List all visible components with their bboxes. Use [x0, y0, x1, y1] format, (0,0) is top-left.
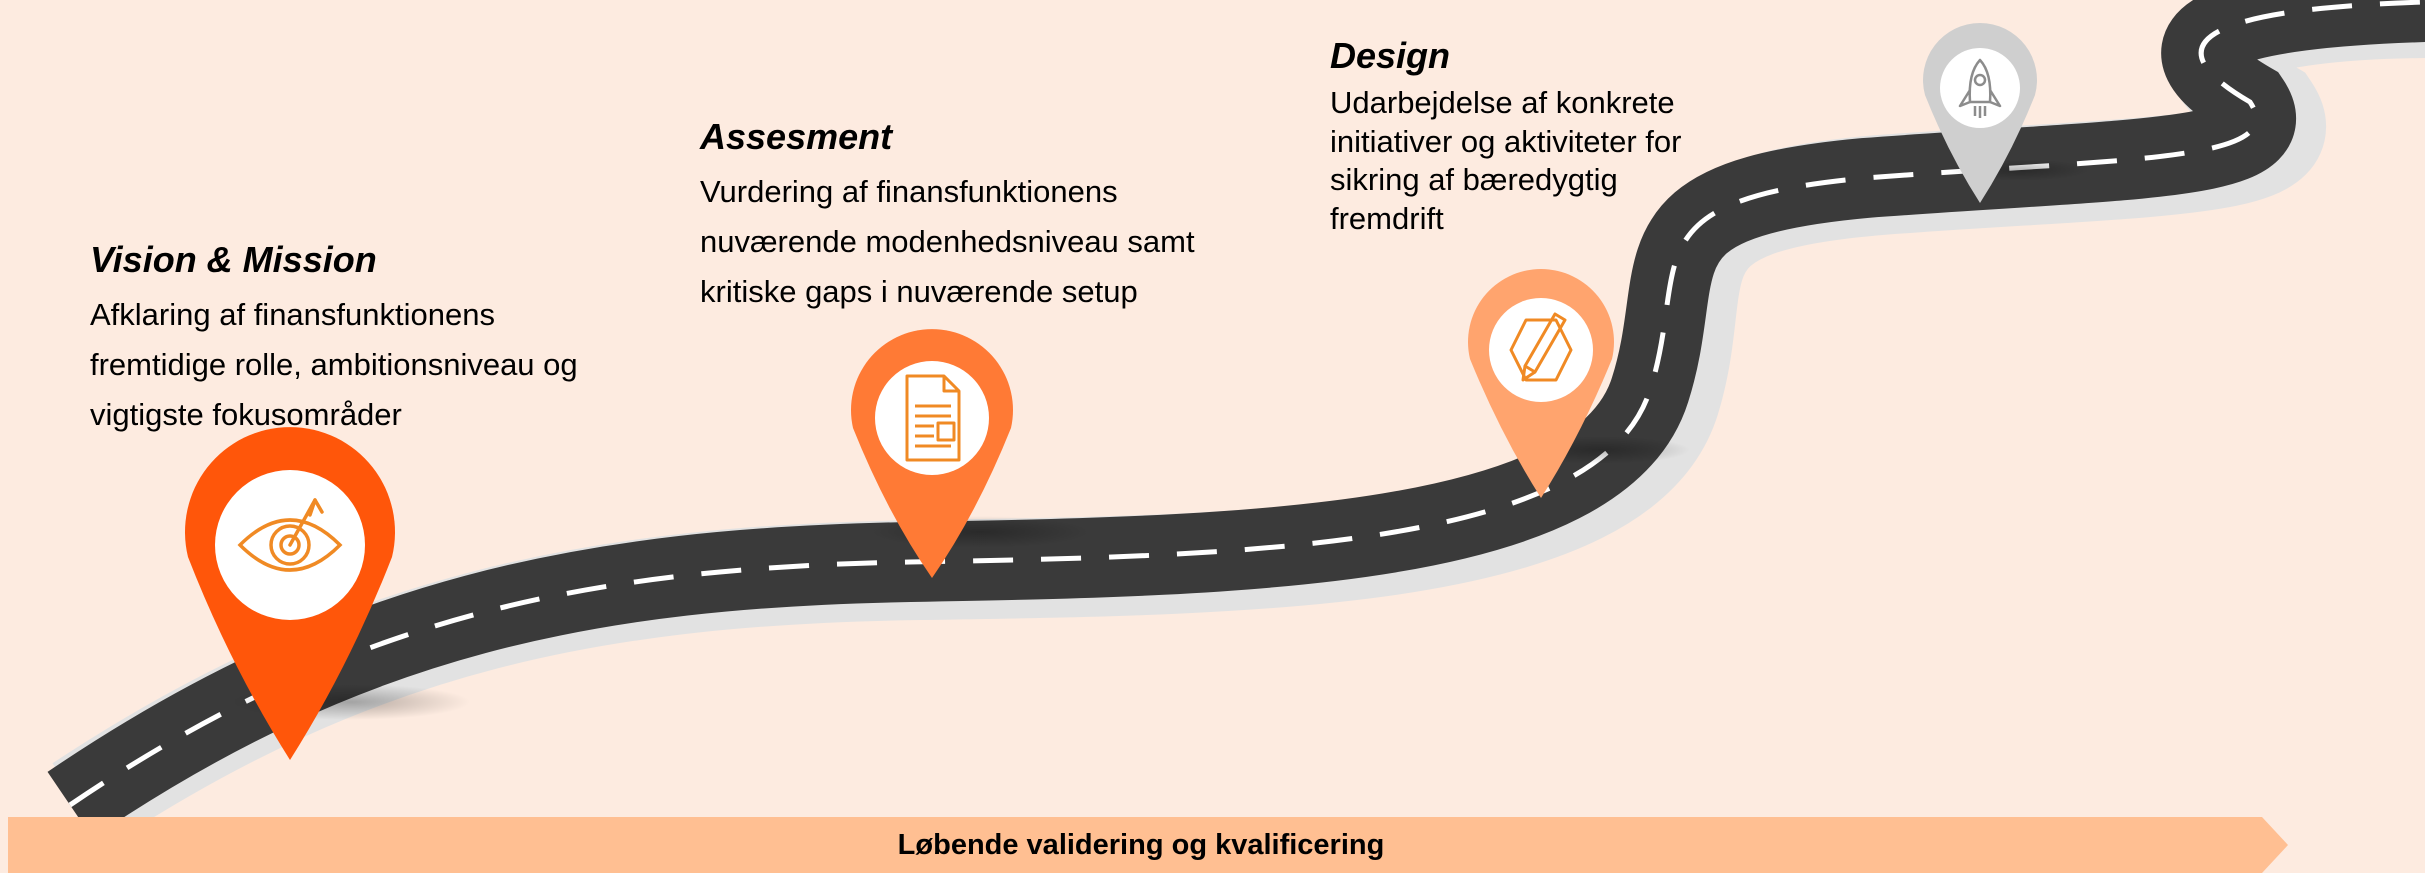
- marker-vision: [185, 427, 396, 761]
- marker-rocket: [1923, 23, 2037, 204]
- document-icon: [905, 374, 961, 462]
- step-description: Udarbejdelse af konkrete initiativer og …: [1330, 84, 1770, 238]
- step-description-line: nuværende modenhedsniveau samt: [700, 224, 1195, 259]
- step-design: Design Udarbejdelse af konkrete initiati…: [1330, 36, 1770, 238]
- step-description-line: kritiske gaps i nuværende setup: [700, 274, 1138, 309]
- step-description-line: sikring af bæredygtig: [1330, 162, 1618, 197]
- step-description-line: fremdrift: [1330, 200, 1444, 236]
- banner-arrow-shape: [8, 817, 2288, 873]
- marker-assessment: [851, 329, 1013, 578]
- marker-design: [1468, 269, 1614, 498]
- step-vision-mission: Vision & Mission Afklaring af finansfunk…: [90, 240, 650, 440]
- step-description-line: fremtidige rolle, ambitionsniveau og: [90, 347, 578, 382]
- step-description-line: Afklaring af finansfunktionens: [90, 297, 495, 332]
- step-assessment: Assesment Vurdering af finansfunktionens…: [700, 117, 1260, 317]
- step-description-line: Udarbejdelse af konkrete: [1330, 85, 1675, 120]
- rocket-icon: [1958, 58, 2002, 118]
- step-title: Assesment: [700, 116, 893, 157]
- step-title: Design: [1330, 35, 1451, 76]
- road-center-line: [68, 0, 2425, 808]
- eye-target-icon: [237, 498, 343, 572]
- step-description: Vurdering af finansfunktionens nuværende…: [700, 167, 1260, 317]
- step-title: Vision & Mission: [90, 239, 377, 280]
- pencil-polygon-icon: [1509, 312, 1573, 382]
- step-description-line: initiativer og aktiviteter for: [1330, 123, 1682, 159]
- step-description: Afklaring af finansfunktionens fremtidig…: [90, 290, 650, 440]
- step-description-line: vigtigste fokusområder: [90, 397, 402, 432]
- validation-banner-label: Løbende validering og kvalificering: [897, 828, 1385, 861]
- step-description-line: Vurdering af finansfunktionens: [700, 174, 1118, 209]
